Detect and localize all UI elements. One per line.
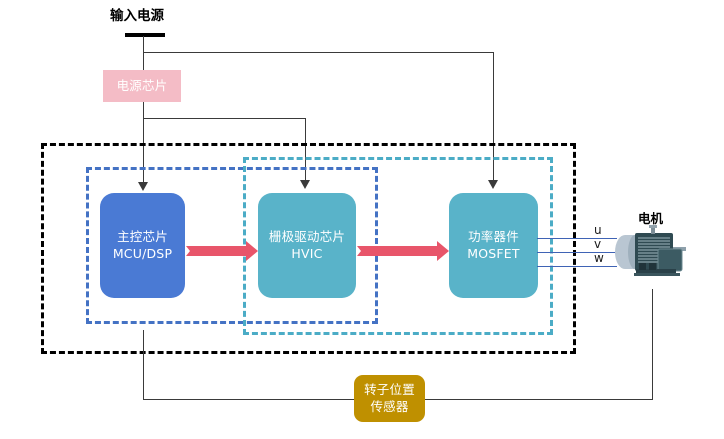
supply-terminal-bar: [125, 33, 165, 37]
supply-bus-wire: [143, 52, 493, 53]
feedback-to-mcu-wire: [143, 330, 144, 400]
hvic-to-mosfet-arrow: [357, 241, 451, 261]
sensor-line2: 传感器: [370, 398, 409, 414]
phase-v-wire: [537, 252, 617, 253]
mcu-line2: MCU/DSP: [112, 245, 173, 261]
supply-to-mosfet-arrowhead: [488, 180, 498, 189]
supply-to-mosfet-wire: [493, 52, 494, 184]
motor-icon: [615, 225, 686, 276]
sensor-output-wire: [143, 399, 355, 400]
supply-trunk-wire: [143, 36, 144, 78]
power-chip-block[interactable]: 电源芯片: [103, 70, 181, 102]
hvic-line1: 栅极驱动芯片: [268, 229, 346, 244]
phase-v-label: v: [594, 237, 602, 251]
mcu-line1: 主控芯片: [117, 229, 168, 244]
phase-u-wire: [537, 238, 617, 239]
mcu-block[interactable]: 主控芯片 MCU/DSP: [100, 193, 185, 298]
mosfet-line2: MOSFET: [467, 245, 520, 261]
supply-branch-to-hvic-wire: [143, 118, 305, 119]
sensor-input-wire: [424, 399, 653, 400]
input-power-label: 输入电源: [110, 8, 164, 24]
motor-feedback-down-wire: [652, 289, 653, 399]
sensor-line1: 转子位置: [364, 382, 415, 398]
hvic-block[interactable]: 栅极驱动芯片 HVIC: [258, 193, 356, 298]
rotor-position-sensor-block[interactable]: 转子位置 传感器: [354, 375, 425, 422]
phase-w-wire: [537, 266, 617, 267]
mosfet-line1: 功率器件: [468, 229, 519, 244]
system-boundary-box: [41, 143, 576, 354]
control-stage-box: [86, 167, 378, 324]
phase-w-label: w: [594, 251, 604, 265]
supply-to-hvic-wire: [305, 118, 306, 184]
supply-to-hvic-arrowhead: [300, 180, 310, 189]
hvic-line2: HVIC: [291, 245, 323, 261]
mcu-to-hvic-arrow: [186, 241, 260, 261]
phase-u-label: u: [594, 223, 602, 237]
motor-label: 电机: [638, 211, 664, 226]
power-chip-label: 电源芯片: [116, 77, 168, 93]
mosfet-block[interactable]: 功率器件 MOSFET: [449, 193, 538, 298]
power-chip-to-mcu-arrowhead: [138, 182, 148, 191]
